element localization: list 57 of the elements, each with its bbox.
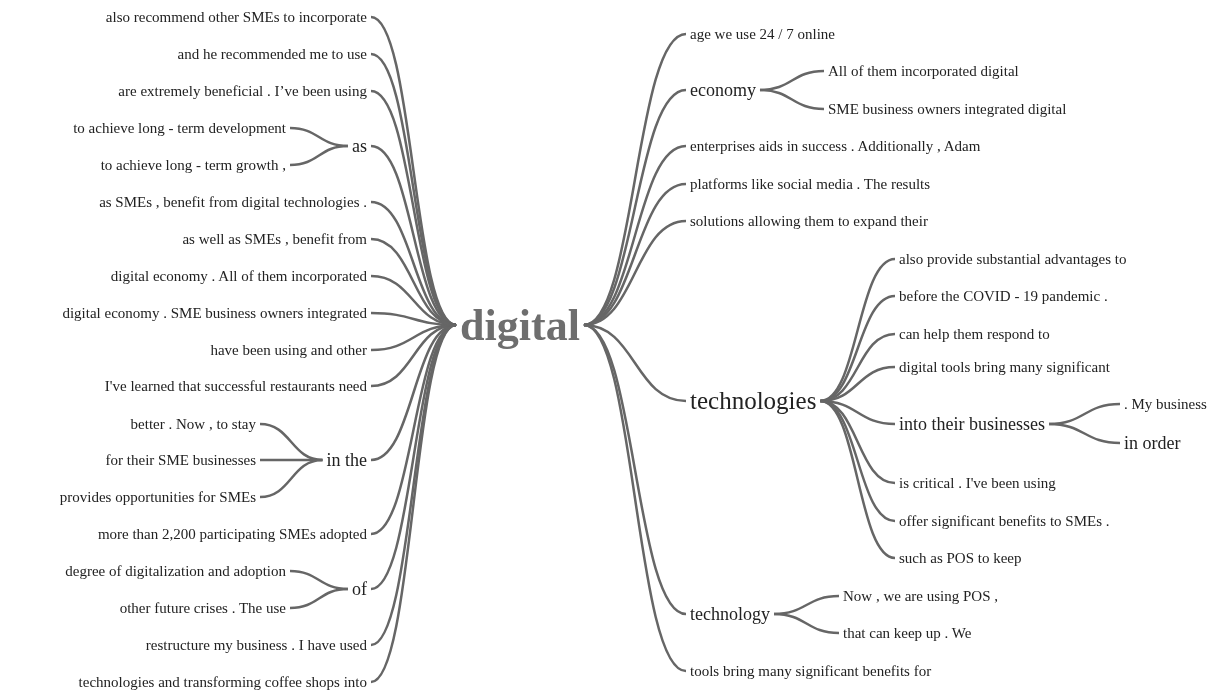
phrase-text: into their businesses (899, 412, 1045, 436)
branch-line (820, 332, 896, 403)
phrase-text: tools bring many significant benefits for (690, 661, 932, 681)
phrase-text: age we use 24 / 7 online (690, 24, 835, 44)
phrase-text: provides opportunities for SMEs (59, 487, 256, 507)
branch-line (583, 323, 687, 673)
phrase-text: digital economy . All of them incorporated (110, 266, 367, 286)
phrase-text: that can keep up . We (843, 623, 972, 643)
branch-line (583, 144, 687, 327)
phrase-text: offer significant benefits to SMEs . (899, 511, 1110, 531)
phrase-text: in order (1124, 431, 1181, 455)
branch-line (773, 612, 840, 635)
branch-line (259, 458, 323, 499)
phrase-text: more than 2,200 participating SMEs adopted (97, 524, 367, 544)
phrase-text: technologies and transforming coffee shops into (78, 672, 367, 692)
phrase-text: as well as SMEs , benefit from (182, 229, 367, 249)
phrase-text: as SMEs , benefit from digital technologies . (99, 192, 367, 212)
phrase-text: can help them respond to (899, 324, 1050, 344)
branch-line (759, 88, 825, 111)
phrase-text: technologies (690, 385, 817, 417)
branch-line (819, 399, 896, 560)
phrase-text: are extremely beneficial . I’ve been using (118, 81, 367, 101)
phrase-text: for their SME businesses (105, 450, 256, 470)
branch-line (289, 144, 349, 167)
phrase-text: restructure my business . I have used (145, 635, 367, 655)
phrase-text: enterprises aids in success . Additionally , Adam (690, 136, 981, 156)
phrase-text: better . Now , to stay (130, 414, 256, 434)
branch-line (289, 587, 349, 610)
phrase-text: . My business (1124, 394, 1207, 414)
phrase-text: of (352, 577, 367, 601)
phrase-text: as (352, 134, 367, 158)
phrase-text: digital tools bring many significant (899, 357, 1110, 377)
phrase-text: Now , we are using POS , (843, 586, 998, 606)
phrase-text: also provide substantial advantages to (899, 249, 1127, 269)
branch-line (819, 257, 896, 403)
phrase-text: before the COVID - 19 pandemic . (899, 286, 1108, 306)
phrase-text: have been using and other (210, 340, 367, 360)
phrase-text: I've learned that successful restaurants need (104, 376, 367, 396)
phrase-text: and he recommended me to use (177, 44, 367, 64)
phrase-text: All of them incorporated digital (828, 61, 1019, 81)
phrase-text: solutions allowing them to expand their (690, 211, 928, 231)
phrase-text: such as POS to keep (899, 548, 1022, 568)
root-word: digital (460, 297, 580, 353)
phrase-text: to achieve long - term development (73, 118, 286, 138)
phrase-text: other future crises . The use (119, 598, 286, 618)
phrase-text: is critical . I've been using (899, 473, 1056, 493)
phrase-text: technology (690, 602, 770, 626)
phrase-text: in the (326, 448, 367, 472)
phrase-text: digital economy . SME business owners integrated (62, 303, 367, 323)
branch-line (583, 32, 687, 327)
phrase-text: also recommend other SMEs to incorporate (105, 7, 367, 27)
phrase-text: degree of digitalization and adoption (65, 561, 286, 581)
phrase-text: economy (690, 78, 756, 102)
phrase-text: SME business owners integrated digital (828, 99, 1067, 119)
phrase-text: platforms like social media . The results (690, 174, 931, 194)
phrase-text: to achieve long - term growth , (100, 155, 286, 175)
branch-line (1048, 422, 1121, 445)
